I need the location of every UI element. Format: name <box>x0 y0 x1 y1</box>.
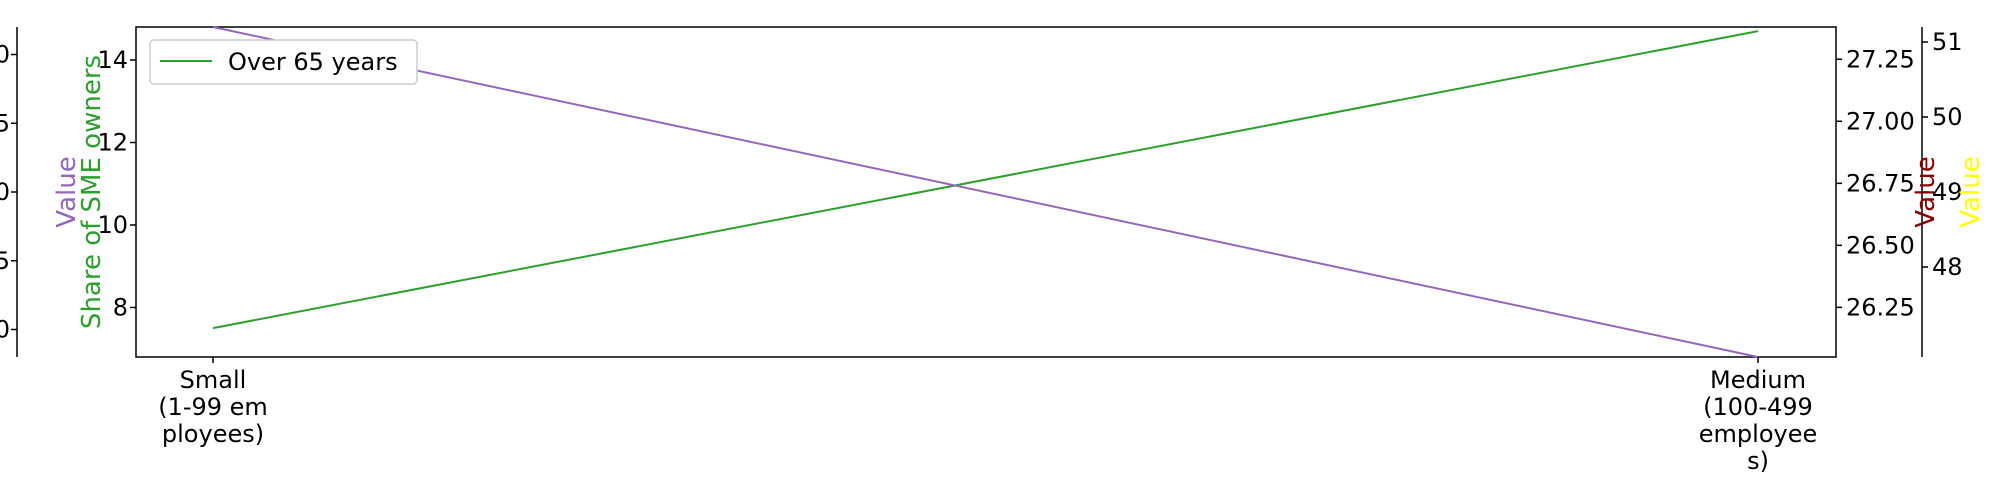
right-inner-axis-title: Value <box>1911 156 1941 227</box>
right-inner-tick-label: 26.25 <box>1846 293 1915 321</box>
right-outer-tick-label: 51 <box>1932 28 1963 56</box>
plot-frame <box>135 26 1837 358</box>
x-tick-label-line: (1-99 em <box>158 393 268 421</box>
tick-layer: 12.0 12.5 13.0 13.5 14.0 8 10 12 14 26.25 26.50 26.… <box>0 28 1963 344</box>
right-inner-tick-label: 27.25 <box>1846 45 1915 73</box>
right-outer-tick-label: 49 <box>1932 178 1963 206</box>
right-inner-tick-label: 26.75 <box>1846 169 1915 197</box>
left-inner-tick-label: 10 <box>97 211 128 239</box>
right-outer-axis-title: Value <box>1956 156 1986 227</box>
series-line-0 <box>212 30 1759 330</box>
left-outer-tick-label: 12.5 <box>0 247 10 275</box>
right-inner-tick-label: 27.00 <box>1846 107 1915 135</box>
left-inner-tick-label: 14 <box>97 46 128 74</box>
left-outer-tick-label: 12.0 <box>0 316 10 344</box>
x-tick-label-line: Small <box>180 366 247 394</box>
left-inner-tick-label: 12 <box>97 129 128 157</box>
series-line-1 <box>212 26 1759 358</box>
x-tick-label-line: Medium <box>1710 366 1806 394</box>
x-tick-label-line: employee <box>1699 420 1817 448</box>
x-tick-label-line: s) <box>1747 447 1769 475</box>
legend: Over 65 years <box>149 39 418 85</box>
legend-box <box>149 39 418 85</box>
left-outer-tick-label: 13.5 <box>0 109 10 137</box>
series-layer <box>212 26 1759 358</box>
left-inner-axis-title: Share of SME owners <box>77 55 107 329</box>
legend-label: Over 65 years <box>228 48 398 76</box>
x-tick-label-line: (100-499 <box>1703 393 1813 421</box>
right-outer-tick-label: 48 <box>1932 253 1963 281</box>
left-outer-tick-label: 14.0 <box>0 41 10 69</box>
left-outer-tick-label: 13.0 <box>0 178 10 206</box>
right-outer-tick-label: 50 <box>1932 103 1963 131</box>
left-inner-tick-label: 8 <box>113 294 128 322</box>
x-tick-label-line: ployees) <box>162 420 264 448</box>
right-inner-tick-label: 26.50 <box>1846 231 1915 259</box>
left-outer-axis-title: Value <box>52 156 82 227</box>
